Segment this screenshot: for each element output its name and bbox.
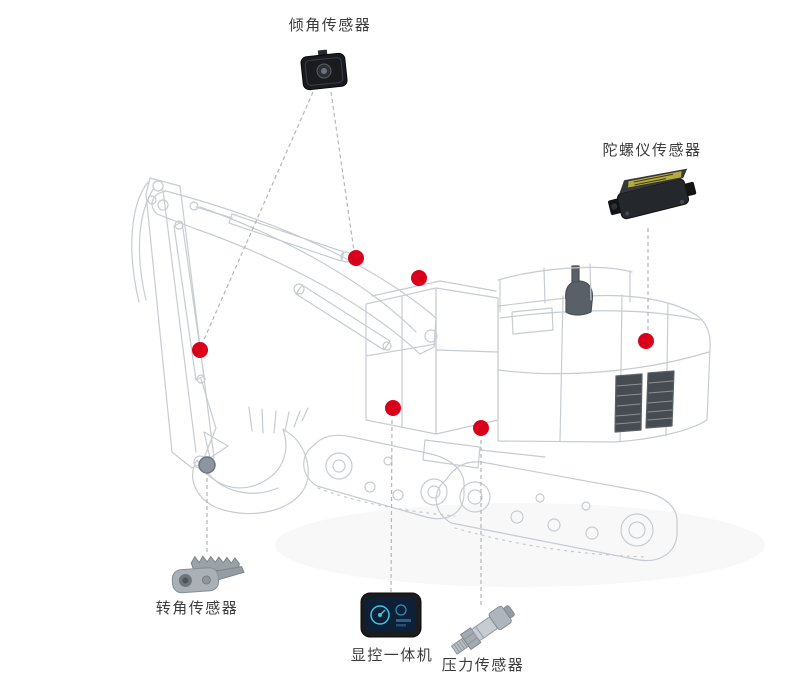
label-pressure-sensor: 压力传感器 — [441, 656, 525, 674]
label-tilt-sensor: 倾角传感器 — [288, 16, 372, 34]
connector-lines — [201, 91, 649, 605]
connector-tilt-arm — [201, 91, 314, 345]
marker-red-body-front — [473, 420, 489, 436]
marker-gray-bucket-joint — [198, 456, 216, 474]
exhaust-stack — [565, 280, 594, 316]
marker-red-engine-side — [638, 333, 654, 349]
marker-red-boom-cylinder-joint — [411, 270, 427, 286]
display-screen — [366, 598, 416, 632]
gyro-sensor-device — [599, 154, 704, 240]
handrail — [497, 263, 633, 313]
display-console-icon — [360, 592, 422, 638]
label-rotation-sensor: 转角传感器 — [155, 599, 239, 617]
pressure-sensor-device — [444, 602, 522, 658]
tilt-sensor-icon — [300, 49, 348, 91]
ground-shadow — [275, 503, 765, 587]
label-display-console: 显控一体机 — [350, 646, 434, 664]
connector-tilt-boom — [330, 91, 355, 252]
arm-stick — [131, 177, 229, 469]
rotation-sensor-icon — [171, 555, 245, 594]
tilt-sensor-device — [294, 45, 355, 97]
connector-display-boom-base — [390, 416, 393, 593]
vent-grilles — [614, 370, 675, 433]
excavator-wireframe — [131, 177, 711, 562]
gyro-sensor-icon — [608, 168, 697, 220]
display-gauge — [370, 605, 390, 625]
undercarriage-frame — [422, 439, 546, 469]
cab — [365, 280, 499, 435]
display-console-device — [358, 590, 424, 642]
boom — [151, 190, 438, 355]
label-gyro-sensor: 陀螺仪传感器 — [602, 141, 702, 159]
marker-red-boom-base — [385, 400, 401, 416]
sensor-markers — [192, 250, 654, 474]
marker-red-boom-upper — [348, 250, 364, 266]
rotation-sensor-device — [162, 545, 249, 603]
marker-red-arm-mid — [192, 342, 208, 358]
pressure-sensor-icon — [450, 605, 515, 655]
engine-body — [497, 265, 711, 443]
